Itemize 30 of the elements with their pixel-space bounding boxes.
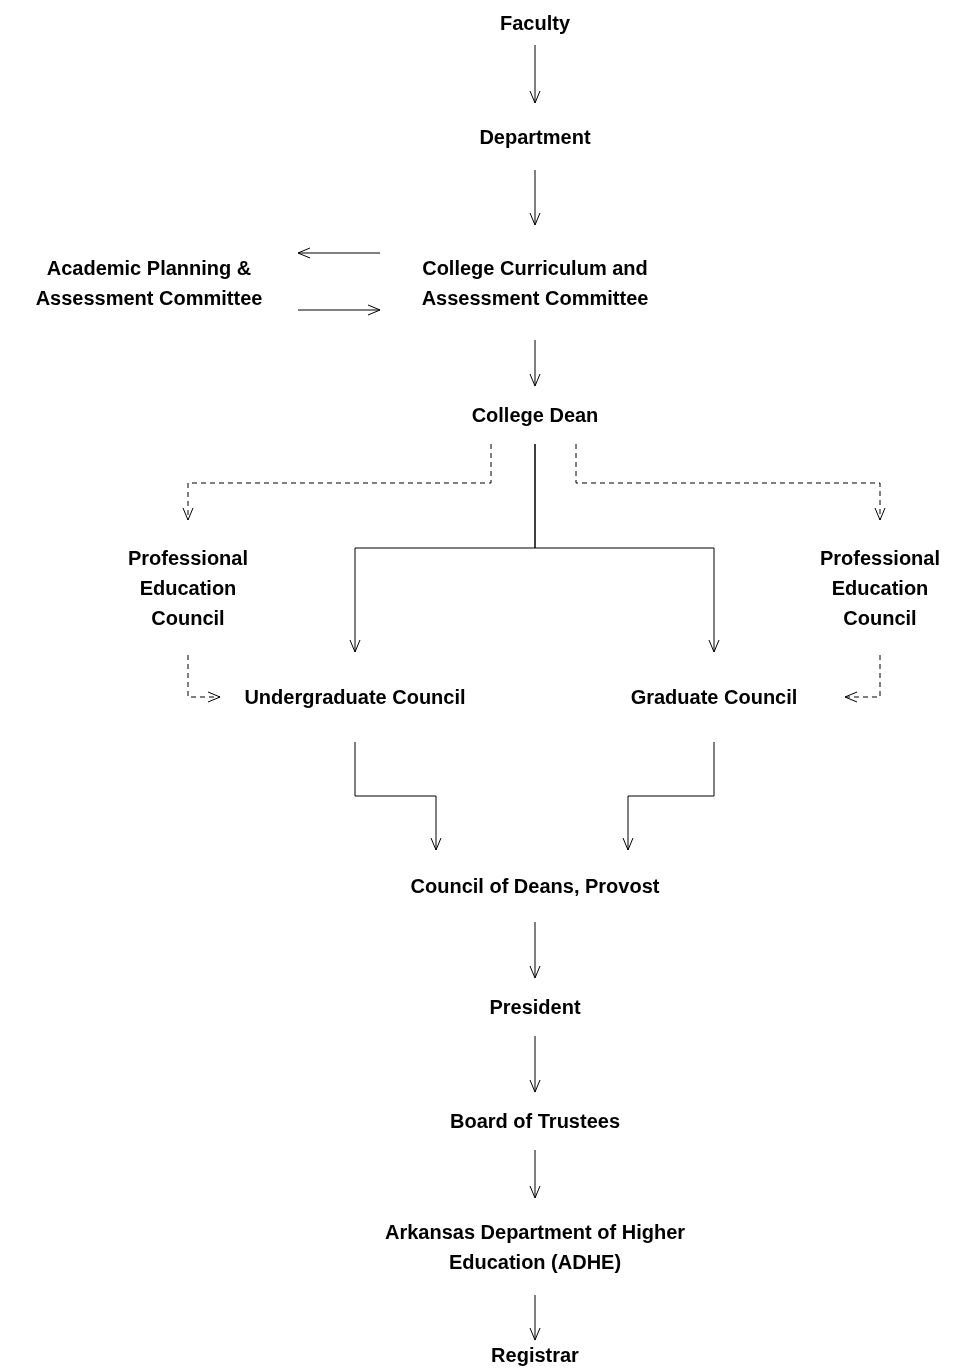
node-label: Registrar (491, 1342, 579, 1368)
node-label: Graduate Council (630, 685, 798, 710)
arrow (534, 443, 720, 653)
node-label: Professional Education Council (126, 545, 249, 631)
arrow (529, 1149, 541, 1199)
arrow (529, 1294, 541, 1341)
arrow (529, 339, 541, 387)
node-label: Arkansas Department of Higher Education (ADHE) (383, 1219, 687, 1275)
node-label: Council of Deans, Provost (410, 874, 660, 899)
arrow (622, 741, 715, 851)
node-label: College Dean (471, 403, 599, 428)
dashed-arrow (844, 654, 881, 703)
node-label: Professional Education Council (818, 545, 941, 631)
node-label: President (489, 995, 581, 1020)
arrow (529, 169, 541, 226)
arrow (354, 741, 442, 851)
arrow (297, 247, 381, 259)
dashed-arrow (187, 654, 221, 703)
arrow (529, 44, 541, 104)
node-label: Academic Planning & Assessment Committee (34, 255, 264, 311)
arrow (529, 1035, 541, 1093)
arrow (297, 304, 381, 316)
dashed-arrow (575, 443, 886, 521)
node-label: College Curriculum and Assessment Committee (420, 255, 650, 311)
dashed-arrow (182, 443, 492, 521)
arrow (529, 921, 541, 979)
node-label: Undergraduate Council (244, 685, 466, 710)
node-label: Department (479, 124, 591, 150)
node-label: Board of Trustees (449, 1109, 620, 1134)
node-label: Faculty (500, 10, 570, 36)
